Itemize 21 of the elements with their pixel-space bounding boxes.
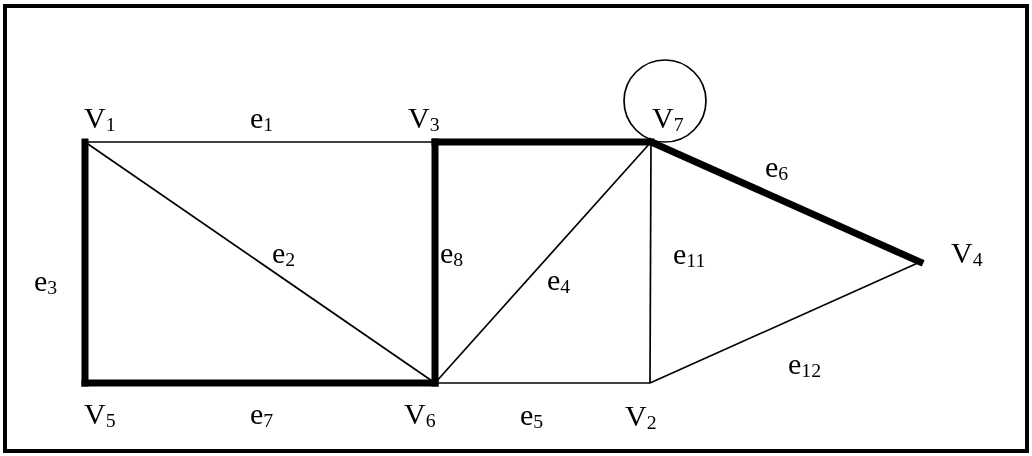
graph-edge [431, 138, 655, 146]
vertex-label: V$_{1}$ [84, 103, 116, 142]
edge-label: e$_{8}$ [440, 238, 464, 268]
vertex-label: V$_{2}$ [625, 383, 657, 431]
edge-label: e$_{7}$ [250, 399, 274, 429]
edge-label: e$_{5}$ [520, 400, 544, 430]
edge-label: e$_{12}$ [788, 349, 822, 379]
loop-edge [623, 59, 707, 143]
edge-label: e$_{1}$ [250, 103, 274, 133]
vertex-label: V$_{6}$ [404, 383, 436, 429]
graph-edge [647, 138, 924, 266]
graph-edge [649, 261, 921, 384]
edge-label: e$_{2}$ [272, 238, 296, 268]
vertex-label: V$_{4}$ [920, 238, 983, 268]
vertex-label: V$_{7}$ [650, 103, 684, 142]
edge-label: e$_{11}$ [673, 239, 706, 269]
vertex-label: V$_{3}$ [408, 103, 440, 142]
edge-label: e$_{3}$ [34, 266, 58, 296]
edge-label: e$_{6}$ [765, 152, 789, 182]
edge-label: e$_{4}$ [547, 265, 571, 295]
vertex-label: V$_{5}$ [84, 383, 116, 429]
